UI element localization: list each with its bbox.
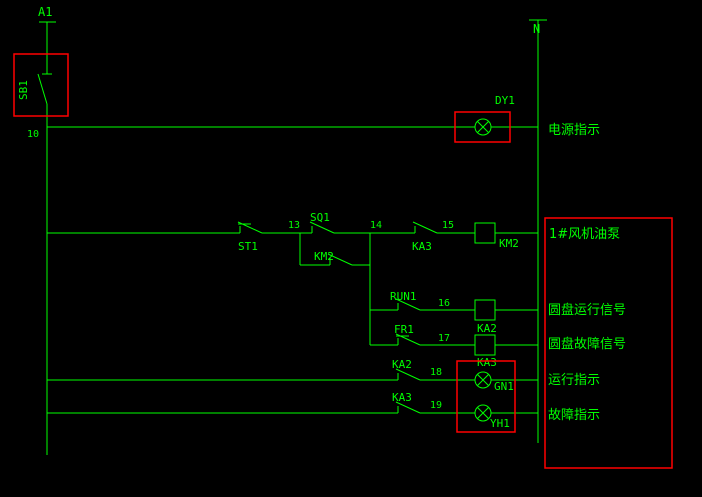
sq1-contact-symbol[interactable] — [309, 221, 335, 234]
km2-contact-label: KM2 — [314, 250, 334, 263]
sb1-label: SB1 — [17, 80, 30, 100]
highlight-box-annotations[interactable] — [544, 217, 673, 469]
right-power-rail[interactable] — [529, 19, 547, 443]
km2-contact-symbol[interactable] — [327, 253, 353, 266]
wire-number-18: 18 — [430, 367, 442, 378]
wire-number-17: 17 — [438, 333, 450, 344]
wire-number-15: 15 — [442, 220, 454, 231]
left-rail-label: A1 — [38, 5, 52, 19]
sq1-label: SQ1 — [310, 211, 330, 224]
ka3-coil-label: KA3 — [477, 356, 497, 369]
right-rail-label: N — [533, 22, 540, 36]
fr1-label: FR1 — [394, 323, 414, 336]
run1-contact-symbol[interactable] — [395, 298, 421, 311]
gn1-lamp-symbol[interactable] — [474, 371, 492, 389]
run1-label: RUN1 — [390, 290, 417, 303]
annotation-power-indicator: 电源指示 — [548, 123, 600, 138]
yh1-label: YH1 — [490, 417, 510, 430]
wire-number-rung1: 10 — [27, 129, 39, 140]
km2-parallel-branch[interactable] — [299, 233, 371, 345]
ka3-coil-symbol[interactable] — [474, 334, 496, 356]
wire-number-19: 19 — [430, 400, 442, 411]
wire-number-14: 14 — [370, 220, 382, 231]
sb1-pushbutton-symbol[interactable] — [37, 73, 52, 105]
st1-label: ST1 — [238, 240, 258, 253]
st1-nc-contact-symbol[interactable] — [237, 221, 263, 234]
yh1-lamp-symbol[interactable] — [474, 404, 492, 422]
left-power-rail[interactable] — [39, 21, 56, 455]
ka3-contact-2-symbol[interactable] — [395, 401, 421, 414]
highlight-box-sb1[interactable] — [13, 53, 69, 117]
annotation-disc-fault-signal: 圆盘故障信号 — [548, 336, 626, 352]
dy1-label: DY1 — [495, 94, 515, 107]
ka2-contact-symbol[interactable] — [395, 368, 421, 381]
annotation-run-indicator: 运行指示 — [548, 373, 600, 388]
ka2-contact-label: KA2 — [392, 358, 412, 371]
ka2-coil-symbol[interactable] — [474, 299, 496, 321]
highlight-box-lamps[interactable] — [456, 360, 516, 433]
annotation-fault-indicator: 故障指示 — [548, 408, 600, 423]
highlight-box-dy1[interactable] — [454, 111, 511, 143]
gn1-label: GN1 — [494, 380, 514, 393]
ka3-contact-symbol[interactable] — [412, 221, 438, 234]
km2-coil-symbol[interactable] — [474, 222, 496, 244]
fr1-nc-contact-symbol[interactable] — [395, 333, 421, 346]
wire-number-13: 13 — [288, 220, 300, 231]
km2-coil-label: KM2 — [499, 237, 519, 250]
wire-number-16: 16 — [438, 298, 450, 309]
annotation-disc-run-signal: 圆盘运行信号 — [548, 302, 626, 318]
ka3-contact-2-label: KA3 — [392, 391, 412, 404]
annotation-fan-oil-pump: 1#风机油泵 — [549, 227, 620, 242]
dy1-lamp-symbol[interactable] — [474, 118, 492, 136]
ka3-contact-label: KA3 — [412, 240, 432, 253]
ka2-coil-label: KA2 — [477, 322, 497, 335]
